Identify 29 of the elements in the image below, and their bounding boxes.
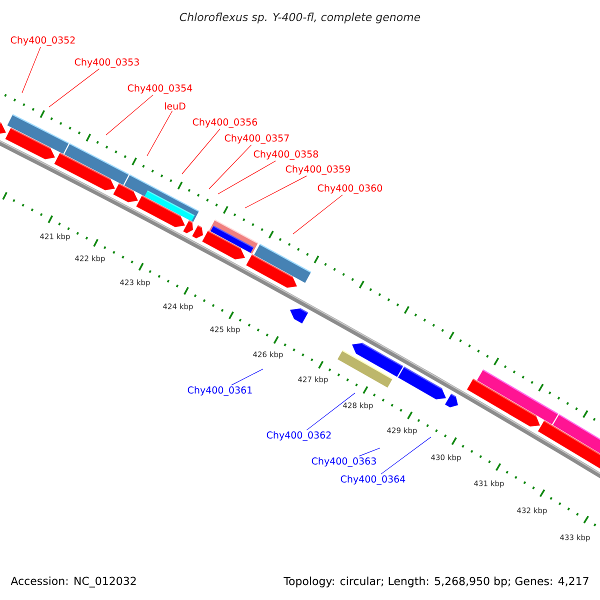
gene-label: Chy400_0361 — [188, 386, 252, 396]
leader-line — [231, 368, 264, 386]
gene-label: Chy400_0357 — [224, 134, 289, 144]
gene-label: Chy400_0360 — [318, 184, 382, 194]
gene-label: leuD — [164, 102, 186, 110]
gene-label: Chy400_0354 — [128, 84, 192, 94]
leader-line — [182, 128, 220, 174]
gene-label: Chy400_0359 — [286, 165, 350, 175]
leader-line — [306, 392, 356, 430]
leader-line — [208, 144, 252, 190]
leader-line — [218, 160, 276, 194]
leader-line — [146, 110, 173, 156]
footer-text: Topology: circular; Length: 5,268,950 bp; Genes: 4,217 — [284, 576, 588, 588]
leader-line — [358, 448, 380, 456]
leader-line — [48, 68, 100, 108]
gene-label: Chy400_0353 — [74, 58, 139, 68]
gene-label: Chy400_0362 — [266, 431, 331, 441]
title: Chloroflexus sp. Y-400-fl, complete genome — [180, 12, 420, 24]
gene-label: Chy400_0352 — [10, 36, 75, 46]
gene-label: Chy400_0358 — [254, 150, 318, 160]
gene-label: Chy400_0363 — [312, 457, 376, 467]
leader-line — [106, 94, 154, 136]
footer-text: Accession: NC_012032 — [10, 576, 136, 588]
leader-line — [380, 436, 432, 474]
leader-line — [292, 194, 343, 234]
leader-line — [22, 46, 41, 94]
gene-label: Chy400_0364 — [340, 475, 406, 485]
leader-line — [244, 176, 307, 208]
gene-label: Chy400_0356 — [192, 118, 258, 128]
